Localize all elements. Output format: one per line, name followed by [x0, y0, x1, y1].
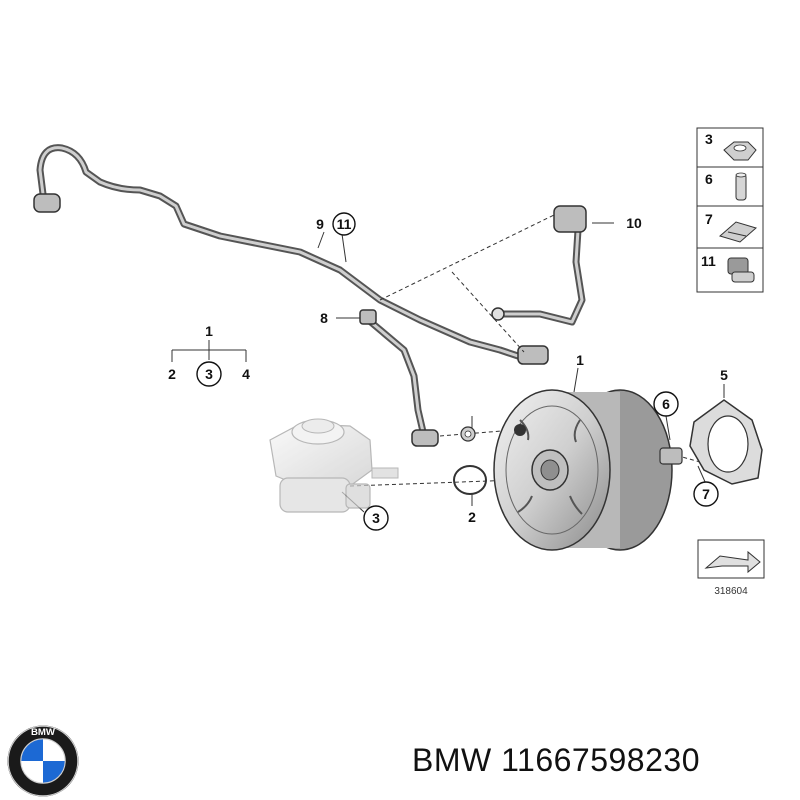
callout-group-mid: 3 [205, 366, 213, 382]
pin-icon [735, 172, 747, 201]
callout-group-right: 4 [242, 366, 250, 382]
parts-legend: 3 6 7 11 [696, 127, 764, 293]
vacuum-tube [33, 144, 549, 365]
reference-box: 318604 [697, 539, 765, 597]
legend-num-3: 7 [705, 211, 713, 227]
callout-gasket: 5 [720, 367, 728, 383]
part-number: 11667598230 [501, 742, 700, 778]
booster-hose [359, 309, 439, 447]
callouts: 9 11 10 8 1 2 3 4 1 2 3 6 5 7 [168, 212, 728, 531]
small-nut [460, 426, 476, 442]
direction-arrow-icon [704, 550, 761, 574]
o-ring [453, 465, 487, 495]
legend-num-2: 6 [705, 171, 713, 187]
guide-lines [349, 213, 701, 487]
clip-icon [718, 221, 758, 243]
legend-num-1: 3 [705, 131, 713, 147]
brand-text: BMW [412, 742, 492, 778]
brake-booster [493, 389, 683, 551]
callout-booster: 1 [576, 352, 584, 368]
nut-icon [723, 141, 757, 161]
callout-group-top: 1 [205, 323, 213, 339]
callout-reservoir-nut: 3 [372, 510, 380, 526]
callout-tube-group-circled: 11 [337, 216, 352, 232]
callout-o-ring: 2 [468, 509, 476, 525]
bmw-logo-icon: BMW [7, 725, 79, 797]
callout-connector: 8 [320, 310, 328, 326]
callout-tube-group: 9 [316, 216, 324, 232]
callout-clip: 7 [702, 486, 710, 502]
group-bracket [171, 340, 247, 362]
gasket [689, 399, 763, 485]
callout-group-left: 2 [168, 366, 176, 382]
check-valve-line [491, 205, 587, 326]
part-caption: BMW 11667598230 [412, 742, 700, 779]
master-cylinder [269, 418, 399, 513]
clamp-icon [727, 257, 755, 283]
callout-pin: 6 [662, 396, 670, 412]
legend-num-4: 11 [701, 253, 716, 269]
svg-text:BMW: BMW [31, 727, 56, 738]
reference-code: 318604 [714, 586, 748, 597]
callout-check-valve: 10 [626, 215, 642, 231]
